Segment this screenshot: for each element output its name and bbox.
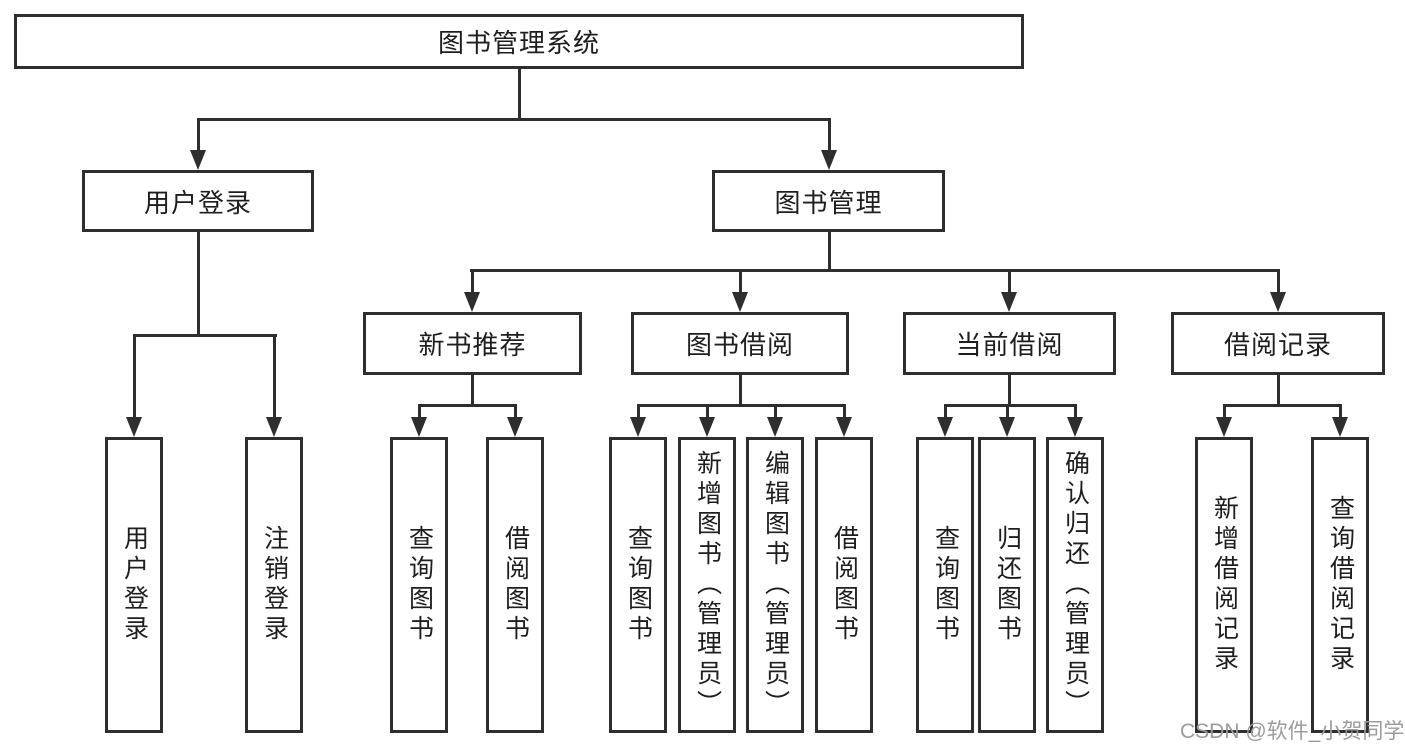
arrow-down-icon <box>266 417 282 437</box>
arrow-down-icon <box>1001 292 1017 312</box>
connector-line <box>1277 375 1280 406</box>
connector-line <box>1074 404 1077 419</box>
connector-line <box>471 269 474 294</box>
arrow-down-icon <box>411 417 427 437</box>
node-user-login: 用户登录 <box>82 170 314 232</box>
arrow-down-icon <box>1270 292 1286 312</box>
connector-line <box>1008 269 1011 294</box>
connector-line <box>828 118 831 152</box>
connector-line <box>637 404 640 419</box>
connector-line <box>418 404 421 419</box>
connector-line <box>828 232 831 271</box>
arrow-down-icon <box>937 417 953 437</box>
connector-line <box>133 334 136 419</box>
leaf-query-borrow-record: 查询借阅记录 <box>1311 437 1369 733</box>
leaf-add-book-admin: 新增图书（管理员） <box>678 437 736 733</box>
connector-line <box>470 269 1280 272</box>
watermark: CSDN @软件_小贺同学 <box>1180 720 1405 743</box>
arrow-down-icon <box>732 292 748 312</box>
arrow-down-icon <box>699 417 715 437</box>
arrow-down-icon <box>836 417 852 437</box>
node-book-management: 图书管理 <box>712 170 945 232</box>
connector-line <box>1277 269 1280 294</box>
connector-line <box>518 69 521 120</box>
connector-line <box>774 404 777 419</box>
connector-line <box>944 404 947 419</box>
leaf-edit-book-admin: 编辑图书（管理员） <box>746 437 804 733</box>
node-borrow-records: 借阅记录 <box>1171 312 1385 375</box>
arrow-down-icon <box>1332 417 1348 437</box>
connector-line <box>706 404 709 419</box>
connector-line <box>471 375 474 406</box>
node-root: 图书管理系统 <box>14 14 1024 69</box>
connector-line <box>739 375 742 406</box>
connector-line <box>1006 404 1009 419</box>
node-new-book-recommend: 新书推荐 <box>363 312 582 375</box>
connector-line <box>197 232 200 336</box>
connector-line <box>1223 404 1226 419</box>
connector-line <box>514 404 517 419</box>
arrow-down-icon <box>126 417 142 437</box>
connector-line <box>1339 404 1342 419</box>
connector-line <box>944 404 1077 407</box>
node-book-borrow: 图书借阅 <box>631 312 849 375</box>
leaf-borrow-book: 借阅图书 <box>815 437 873 733</box>
leaf-query-book-recommend: 查询图书 <box>390 437 448 733</box>
leaf-return-book: 归还图书 <box>978 437 1036 733</box>
arrow-down-icon <box>1216 417 1232 437</box>
arrow-down-icon <box>767 417 783 437</box>
leaf-logout: 注销登录 <box>245 437 303 733</box>
node-current-borrow: 当前借阅 <box>903 312 1116 375</box>
leaf-query-book-borrow: 查询图书 <box>609 437 667 733</box>
arrow-down-icon <box>464 292 480 312</box>
arrow-down-icon <box>821 150 837 170</box>
connector-line <box>197 118 200 152</box>
arrow-down-icon <box>190 150 206 170</box>
connector-line <box>1223 404 1341 407</box>
connector-line <box>197 118 831 121</box>
connector-line <box>273 334 276 419</box>
leaf-query-book-current: 查询图书 <box>916 437 974 733</box>
leaf-user-login: 用户登录 <box>105 437 163 733</box>
arrow-down-icon <box>999 417 1015 437</box>
leaf-confirm-return-admin: 确认归还（管理员） <box>1046 437 1104 733</box>
arrow-down-icon <box>630 417 646 437</box>
connector-line <box>1008 375 1011 406</box>
leaf-add-borrow-record: 新增借阅记录 <box>1195 437 1253 733</box>
connector-line <box>637 404 845 407</box>
connector-line <box>418 404 517 407</box>
connector-line <box>843 404 846 419</box>
connector-line <box>739 269 742 294</box>
connector-line <box>133 334 277 337</box>
arrow-down-icon <box>507 417 523 437</box>
arrow-down-icon <box>1067 417 1083 437</box>
leaf-borrow-book-recommend: 借阅图书 <box>486 437 544 733</box>
